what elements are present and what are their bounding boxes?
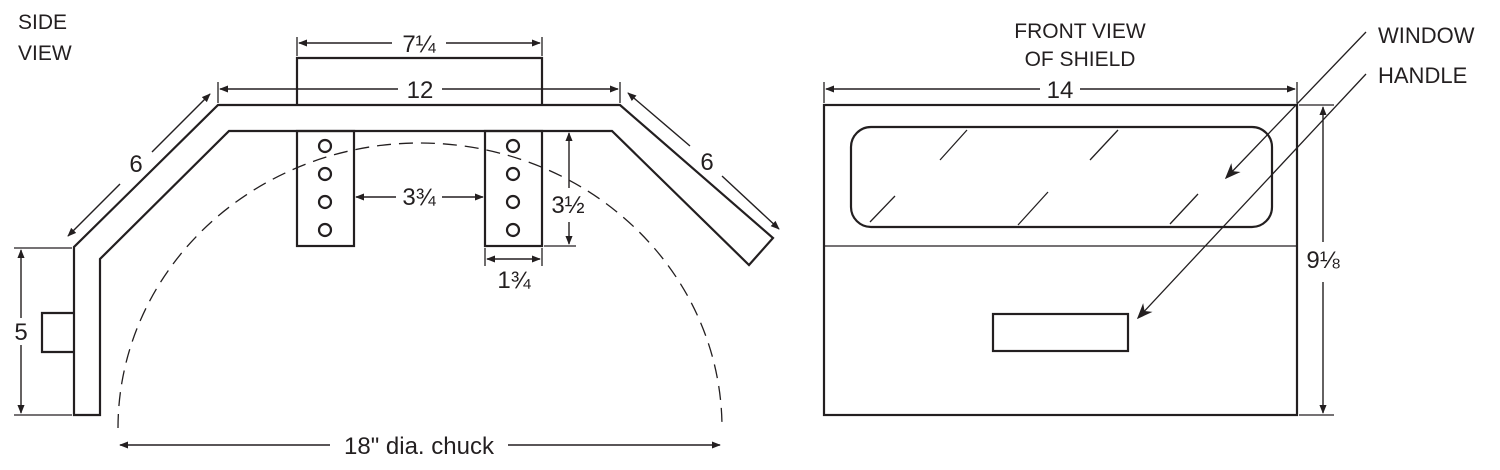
handle xyxy=(991,312,1130,353)
bracket-hole xyxy=(317,194,333,210)
dim-line xyxy=(721,175,780,230)
glare-line xyxy=(1169,193,1199,225)
bracket-hole xyxy=(505,194,521,210)
left-bracket-holes xyxy=(317,138,333,238)
bracket-hole xyxy=(505,166,521,182)
side-view: SIDE VIEW 7¼ xyxy=(14,11,780,460)
handle-callout-arrow xyxy=(1136,73,1367,320)
dim-line xyxy=(627,92,691,147)
dim-between-brackets-label: 3¾ xyxy=(402,184,436,211)
window-callout-arrow xyxy=(1224,31,1367,180)
dim-bracket-height-label: 3½ xyxy=(551,192,584,219)
bracket-hole xyxy=(317,166,333,182)
glare-line xyxy=(1089,129,1119,161)
right-bracket-holes xyxy=(505,138,521,238)
side-view-title-line1: SIDE xyxy=(18,11,67,34)
glare-line xyxy=(1017,191,1049,226)
bracket-hole xyxy=(505,138,521,154)
bracket-hole xyxy=(505,222,521,238)
handle-callout-label: HANDLE xyxy=(1378,63,1467,88)
window xyxy=(849,125,1274,229)
top-tab xyxy=(295,56,544,105)
chuck-outline xyxy=(117,142,723,429)
side-view-title-line2: VIEW xyxy=(18,42,72,65)
dim-right-slope-label: 6 xyxy=(700,149,713,176)
glare-line xyxy=(869,195,896,223)
dim-left-height-label: 5 xyxy=(14,319,27,346)
right-bracket xyxy=(483,129,544,248)
dim-height-label: 9⅛ xyxy=(1306,247,1340,274)
dim-line xyxy=(151,93,211,153)
dim-line xyxy=(67,183,121,237)
left-bracket xyxy=(295,129,356,248)
window-callout-label: WINDOW xyxy=(1378,23,1475,48)
glare-line xyxy=(939,129,968,161)
side-block xyxy=(40,311,74,354)
front-view-title-line2: OF SHIELD xyxy=(1025,48,1136,71)
dim-width-label: 14 xyxy=(1047,77,1074,104)
dim-bracket-width-label: 1¾ xyxy=(497,267,531,294)
front-view: FRONT VIEW OF SHIELD 14 9⅛ WINDOW HANDL xyxy=(822,20,1475,417)
dim-overall-label: 12 xyxy=(407,77,434,104)
window-glare xyxy=(869,129,1199,226)
shield-front-outline xyxy=(822,103,1299,417)
bracket-hole xyxy=(317,138,333,154)
dim-chuck-label: 18" dia. chuck xyxy=(344,433,495,460)
dim-top-label: 7¼ xyxy=(402,31,436,58)
dim-left-slope-label: 6 xyxy=(129,151,142,178)
front-view-title-line1: FRONT VIEW xyxy=(1014,20,1146,43)
bracket-hole xyxy=(317,222,333,238)
shield-profile xyxy=(72,103,775,417)
